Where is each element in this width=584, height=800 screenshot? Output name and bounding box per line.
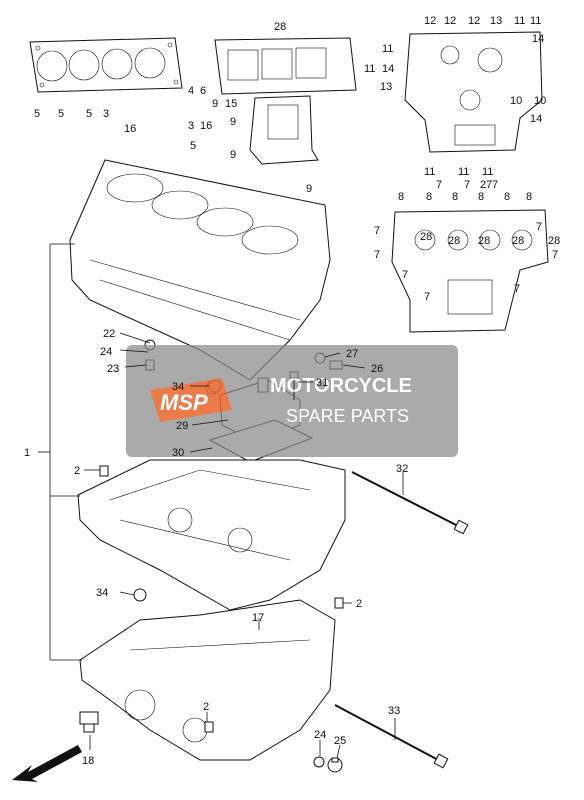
- callout-7: 7: [552, 249, 558, 261]
- callout-7: 7: [464, 179, 470, 191]
- callout-11: 11: [458, 166, 469, 178]
- callout-6: 6: [200, 85, 206, 97]
- callout-2: 2: [356, 598, 362, 610]
- callout-7: 7: [536, 221, 542, 233]
- lower-crankcase: [77, 459, 346, 611]
- callout-32: 32: [396, 463, 408, 475]
- callout-12: 12: [444, 15, 456, 27]
- callout-16: 16: [200, 120, 212, 132]
- callout-9: 9: [306, 183, 312, 195]
- callout-12: 12: [468, 15, 480, 27]
- callout-9: 9: [230, 149, 236, 161]
- upper-crankcase: [69, 159, 331, 381]
- callout-33: 33: [388, 705, 400, 717]
- callout-25: 25: [334, 735, 346, 747]
- callout-14: 14: [530, 113, 542, 125]
- callout-7: 7: [492, 179, 498, 191]
- callout-13: 13: [490, 15, 502, 27]
- callout-11: 11: [364, 63, 375, 75]
- watermark-logo-shape: [150, 378, 232, 422]
- callout-8: 8: [526, 191, 532, 203]
- callout-11: 11: [514, 15, 525, 27]
- callout-14: 14: [532, 33, 544, 45]
- callout-24: 24: [314, 729, 326, 741]
- callout-16: 16: [124, 123, 136, 135]
- callout-7: 7: [374, 225, 380, 237]
- callout-5: 5: [86, 108, 92, 120]
- long-bolt-33: [334, 704, 449, 769]
- watermark: MSP MOTORCYCLE SPARE PARTS: [126, 345, 458, 457]
- callout-30: 30: [172, 447, 184, 459]
- callout-27: 27: [480, 179, 492, 191]
- callout-28: 28: [420, 231, 432, 243]
- callout-7: 7: [402, 269, 408, 281]
- callout-13: 13: [380, 81, 392, 93]
- callout-9: 9: [212, 98, 218, 110]
- callout-10: 10: [534, 95, 546, 107]
- callout-28: 28: [548, 235, 560, 247]
- callout-10: 10: [510, 95, 522, 107]
- callout-8: 8: [478, 191, 484, 203]
- callout-3: 3: [188, 120, 194, 132]
- callout-12: 12: [424, 15, 436, 27]
- callout-31: 31: [316, 377, 328, 389]
- callout-7: 7: [374, 249, 380, 261]
- watermark-logo-text: MSP: [160, 390, 208, 415]
- callout-28: 28: [512, 235, 524, 247]
- callout-7: 7: [424, 291, 430, 303]
- callout-11: 11: [530, 15, 541, 27]
- watermark-line2: SPARE PARTS: [286, 406, 409, 426]
- callout-15: 15: [225, 98, 237, 110]
- callout-11: 11: [424, 166, 435, 178]
- callout-8: 8: [426, 191, 432, 203]
- callout-34: 34: [172, 381, 184, 393]
- callout-7: 7: [514, 283, 520, 295]
- callout-17: 17: [252, 612, 264, 624]
- dowel-pins: [99, 465, 344, 733]
- callout-24: 24: [100, 346, 112, 358]
- leader-lines: [38, 243, 404, 759]
- washer-24: [313, 756, 325, 768]
- watermark-box: [126, 345, 458, 457]
- crankcase-rear-view: [404, 31, 543, 153]
- oil-filter-fitting-18: [79, 711, 99, 733]
- lower-case-bottom-view: [391, 209, 549, 333]
- callout-5: 5: [58, 108, 64, 120]
- callout-5: 5: [190, 140, 196, 152]
- callout-4: 4: [188, 85, 194, 97]
- callout-26: 26: [371, 363, 383, 375]
- callout-7: 7: [436, 179, 442, 191]
- watermark-line1: MOTORCYCLE: [270, 375, 412, 397]
- callout-23: 23: [107, 363, 119, 375]
- callout-3: 3: [103, 108, 109, 120]
- long-bolt-32: [351, 471, 469, 535]
- cylinder-gasket: [29, 37, 183, 93]
- callout-11: 11: [382, 43, 393, 55]
- callout-29: 29: [176, 420, 188, 432]
- callout-8: 8: [398, 191, 404, 203]
- upper-case-top-view: [214, 37, 357, 165]
- oil-pan: [79, 599, 336, 761]
- callout-9: 9: [230, 116, 236, 128]
- callout-5: 5: [34, 108, 40, 120]
- callout-22: 22: [103, 328, 115, 340]
- callout-34: 34: [96, 587, 108, 599]
- callout-labels: 1 2 2 2 3 3 4 6 5 5 5 5 16 16 28 9 15 9 …: [24, 15, 560, 767]
- front-direction-arrow: [12, 745, 82, 782]
- callout-8: 8: [452, 191, 458, 203]
- callout-28: 28: [274, 21, 286, 33]
- callout-28: 28: [448, 235, 460, 247]
- callout-11: 11: [482, 166, 493, 178]
- callout-27: 27: [346, 348, 358, 360]
- callout-28: 28: [478, 235, 490, 247]
- callout-18: 18: [82, 755, 94, 767]
- drain-plug-25: [327, 757, 343, 773]
- callout-2: 2: [74, 465, 80, 477]
- callout-14: 14: [382, 63, 394, 75]
- callout-8: 8: [504, 191, 510, 203]
- callout-1: 1: [24, 447, 30, 459]
- callout-2: 2: [203, 701, 209, 713]
